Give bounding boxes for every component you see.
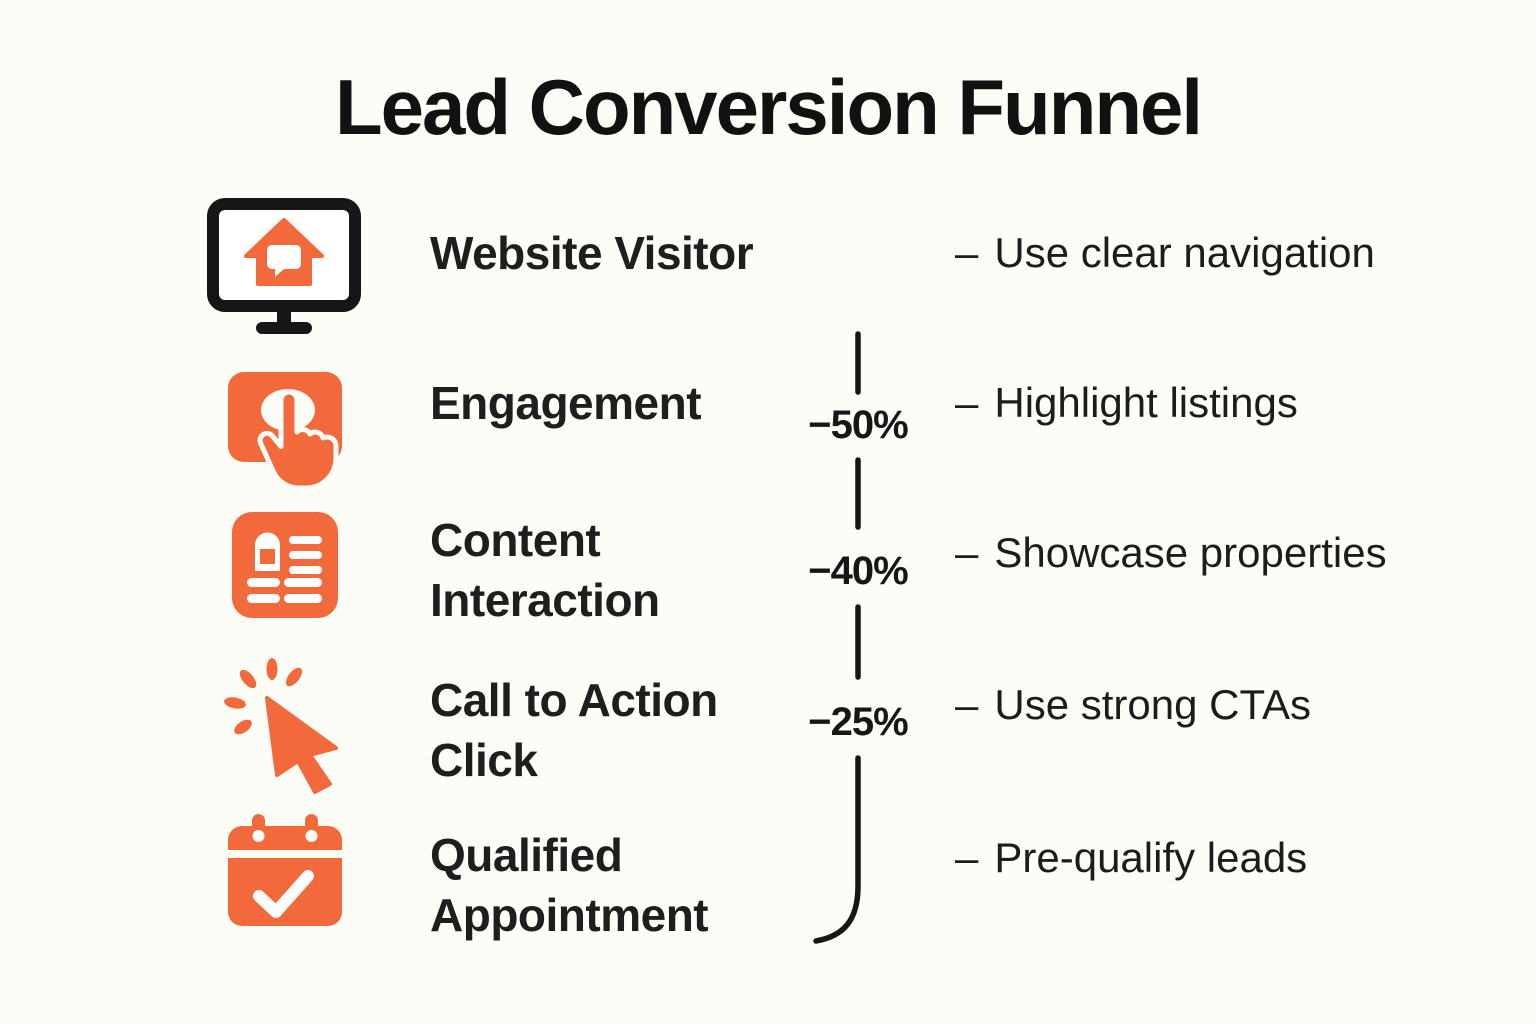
stage-tip-website-visitor: – Use clear navigation: [955, 228, 1375, 278]
tip-text: Use strong CTAs: [994, 681, 1311, 728]
tip-dash: –: [955, 379, 979, 426]
page-title: Lead Conversion Funnel: [334, 63, 1203, 151]
drop-percent-engagement: −50%: [808, 403, 908, 447]
stage-label-engagement: Engagement: [430, 377, 702, 429]
monitor-house-icon: [206, 198, 362, 334]
tip-dash: –: [955, 681, 979, 728]
cursor-click-icon: [222, 656, 362, 796]
stage-tip-content-interaction: – Showcase properties: [955, 528, 1387, 578]
stage-label-qualified-appointment: Qualified Appointment: [430, 829, 709, 941]
stage-label-content-interaction: Content Interaction: [430, 514, 660, 626]
tip-text: Pre-qualify leads: [994, 834, 1308, 881]
stage-tip-engagement: – Highlight listings: [955, 378, 1298, 428]
tip-dash: –: [955, 529, 979, 576]
stage-tip-cta-click: – Use strong CTAs: [955, 680, 1311, 730]
stage-label-website-visitor: Website Visitor: [430, 227, 754, 279]
content-card-icon: [232, 512, 338, 618]
button-click-icon: [226, 366, 376, 496]
stage-label-call-to-action-click: Call to Action Click: [430, 674, 718, 786]
drop-percent-cta-click: −25%: [808, 700, 908, 744]
tip-text: Use clear navigation: [994, 229, 1375, 276]
calendar-check-icon: [228, 814, 342, 932]
stage-tip-qualified-appointment: – Pre-qualify leads: [955, 833, 1307, 883]
tip-text: Highlight listings: [994, 379, 1298, 426]
tip-dash: –: [955, 834, 979, 881]
tip-text: Showcase properties: [994, 529, 1387, 576]
drop-percent-content-interaction: −40%: [808, 549, 908, 593]
tip-dash: –: [955, 229, 979, 276]
